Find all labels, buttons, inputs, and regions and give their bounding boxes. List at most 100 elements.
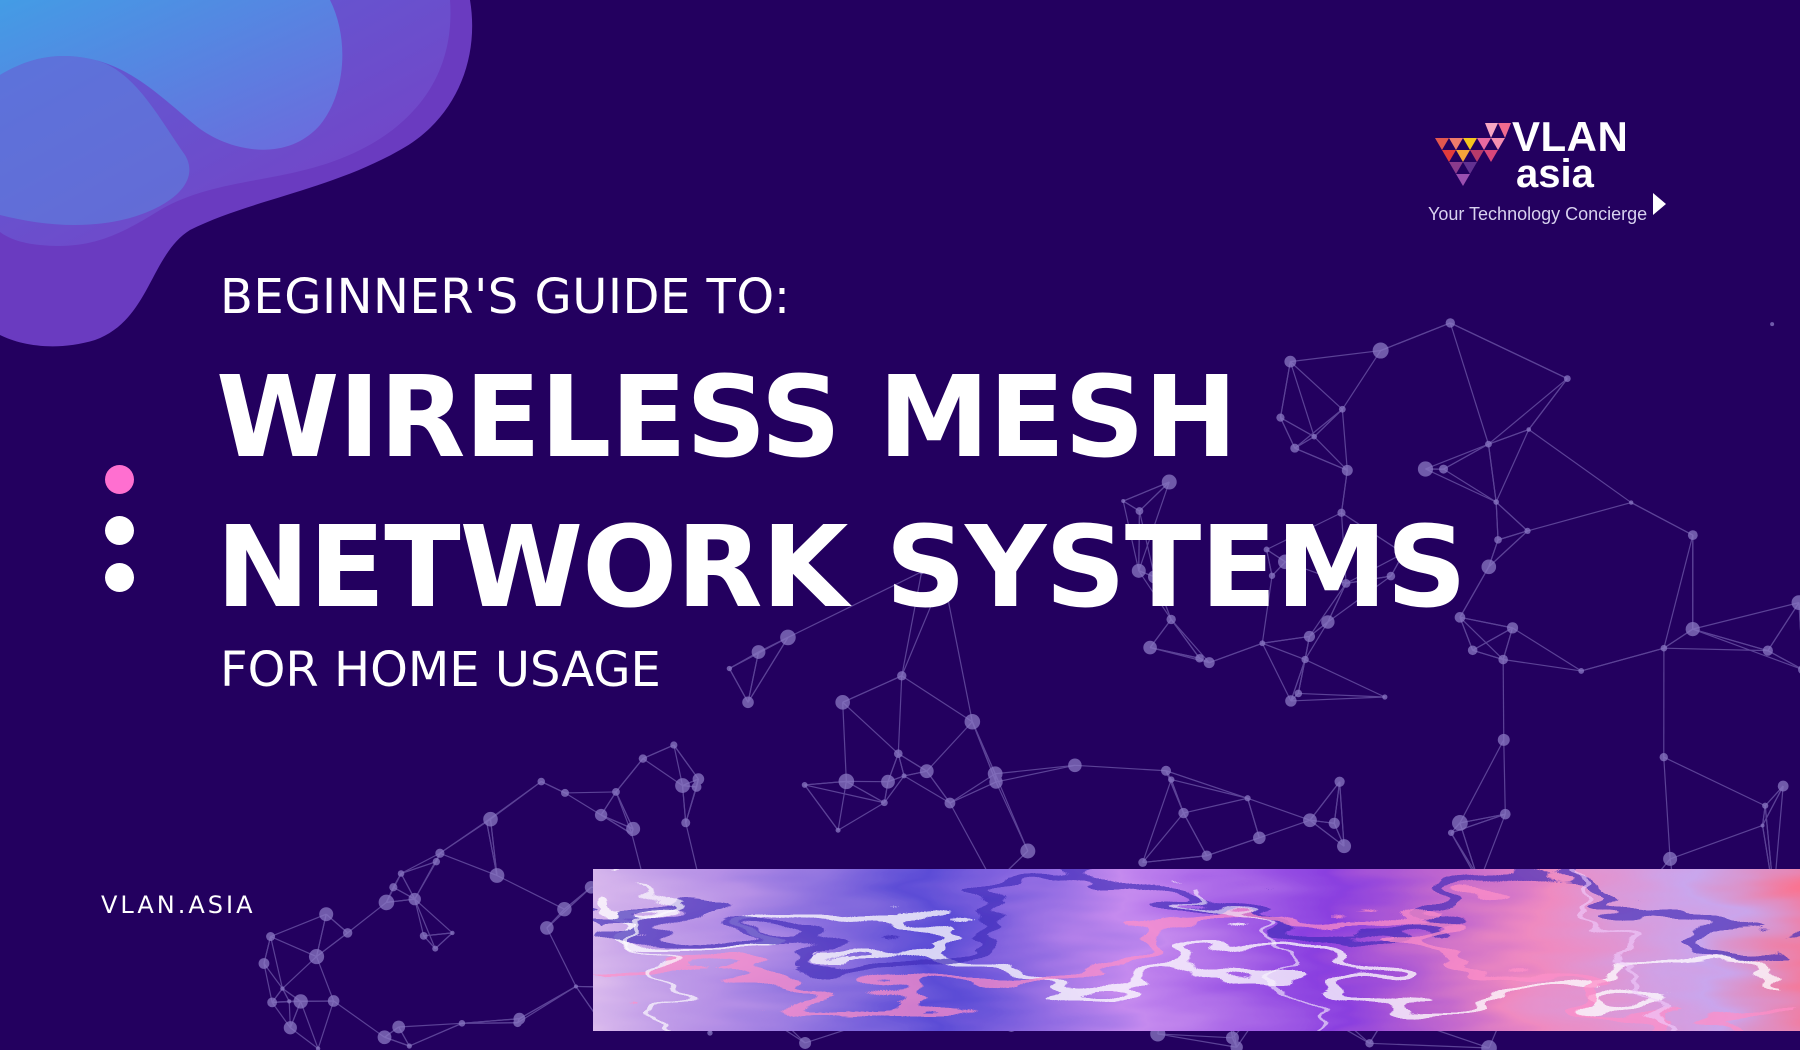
network-link <box>1443 443 1489 470</box>
network-link <box>897 675 903 754</box>
network-link <box>414 852 441 900</box>
network-node <box>675 778 690 793</box>
network-link <box>642 758 683 787</box>
brand-name-line-2: asia <box>1516 152 1594 196</box>
brand-tagline: Your Technology Concierge <box>1428 204 1648 224</box>
network-node <box>1328 817 1340 829</box>
network-link <box>385 887 394 903</box>
network-link <box>414 898 453 934</box>
network-node <box>266 932 276 942</box>
network-link <box>1502 627 1514 660</box>
network-link <box>685 822 699 876</box>
network-link <box>282 956 317 989</box>
network-link <box>1380 322 1451 352</box>
network-node <box>1563 375 1571 382</box>
network-node <box>392 1020 406 1034</box>
network-link <box>887 753 899 782</box>
network-node <box>1526 427 1532 432</box>
network-link <box>414 898 425 936</box>
network-node <box>1762 802 1769 809</box>
network-node <box>987 766 1003 782</box>
network-node <box>1284 355 1297 368</box>
network-node <box>1777 780 1789 792</box>
network-node <box>489 868 505 883</box>
network-link <box>804 784 839 831</box>
network-link <box>804 784 839 831</box>
network-link <box>1208 642 1263 664</box>
network-link <box>631 828 634 834</box>
network-link <box>1488 428 1529 445</box>
network-link <box>1692 628 1769 652</box>
network-node <box>1365 1039 1374 1048</box>
network-node <box>1578 668 1585 674</box>
network-node <box>1138 858 1148 867</box>
network-link <box>1259 819 1311 839</box>
network-link <box>1142 779 1172 863</box>
network-link <box>1459 813 1506 824</box>
network-link <box>995 764 1075 775</box>
network-link <box>615 791 634 830</box>
network-link <box>1294 447 1348 471</box>
network-link <box>485 821 498 876</box>
network-node <box>1663 851 1678 866</box>
network-node <box>406 1043 412 1049</box>
network-node <box>1301 655 1309 664</box>
network-node <box>1493 499 1499 505</box>
network-link <box>263 936 272 964</box>
network-node <box>1467 645 1478 656</box>
site-url: VLAN.ASIA <box>101 891 256 919</box>
network-link <box>1313 408 1343 438</box>
network-link <box>1663 756 1766 807</box>
network-link <box>546 908 565 929</box>
network-node <box>1203 657 1215 669</box>
network-node <box>1382 694 1388 700</box>
network-node <box>1294 689 1303 698</box>
network-link <box>1280 417 1315 438</box>
network-link <box>995 764 1076 783</box>
network-link <box>1528 378 1568 430</box>
network-link <box>486 781 542 822</box>
network-link <box>1472 649 1504 661</box>
network-link <box>1663 757 1671 859</box>
network-link <box>1341 350 1382 410</box>
network-node <box>1494 536 1502 544</box>
network-link <box>1459 616 1504 660</box>
network-link <box>842 675 903 703</box>
network-link <box>971 721 996 775</box>
network-link <box>695 778 699 788</box>
title-line-2: NETWORK SYSTEMS <box>216 503 1467 633</box>
network-node <box>799 1036 812 1049</box>
network-node <box>835 827 841 833</box>
network-node <box>893 749 903 758</box>
network-link <box>1157 1033 1233 1039</box>
vlan-asia-logo: VLAN asia Your Technology Concierge <box>1425 115 1675 235</box>
play-triangle-icon <box>1653 193 1666 215</box>
network-node <box>1334 776 1345 787</box>
network-link <box>1761 805 1766 826</box>
network-link <box>325 913 349 934</box>
network-node <box>989 775 1003 789</box>
network-link <box>546 886 592 929</box>
network-link <box>400 852 441 875</box>
network-link <box>1170 779 1185 814</box>
network-link <box>333 1000 385 1038</box>
network-link <box>1297 659 1306 694</box>
network-link <box>883 781 889 803</box>
network-node <box>1259 640 1266 647</box>
network-node <box>1337 839 1352 854</box>
network-link <box>461 1022 518 1024</box>
network-link <box>1761 805 1766 826</box>
network-link <box>546 927 577 987</box>
network-node <box>638 754 648 763</box>
network-link <box>842 675 903 703</box>
brand-name-line-1: VLAN <box>1512 113 1629 160</box>
network-link <box>289 1027 319 1050</box>
network-link <box>747 637 789 703</box>
network-link <box>1262 635 1310 644</box>
network-link <box>681 785 687 823</box>
network-link <box>1279 417 1296 449</box>
network-link <box>1502 627 1514 660</box>
network-link <box>1443 443 1489 470</box>
network-node <box>389 883 398 892</box>
